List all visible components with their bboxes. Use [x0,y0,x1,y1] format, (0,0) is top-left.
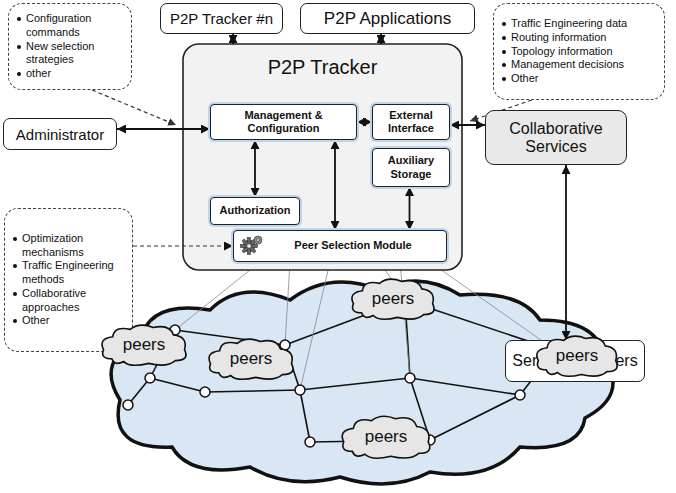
module-box: Authorization [210,197,300,225]
peer-cloud: peers [348,276,438,322]
bullet-item: Routing information [502,31,606,45]
label-text: P2P Applications [324,9,451,29]
callout-note: Configuration commandsNew selection stra… [8,3,132,90]
bullet-dot [502,22,506,26]
connector-arrow [565,165,567,340]
connector-arrow [254,140,256,197]
bullet-item: Optimization mechanisms [13,232,126,260]
cloud-outline [537,336,617,376]
selection-fan-lines [175,262,555,390]
note-text: other [26,67,51,81]
bullet-dot [17,17,21,21]
peer-cloud: peers [533,333,621,379]
bullet-dot [13,264,17,268]
note-text: Traffic Engineering methods [22,259,126,287]
module-box: Peer Selection Module [233,230,447,262]
module-box: Auxiliary Storage [372,148,450,187]
bullet-item: Other [502,72,539,86]
router-dots [123,295,560,447]
bullet-dot [502,36,506,40]
label-text: Peer Selection Module [294,239,411,252]
bullet-item: Traffic Engineering methods [13,259,126,287]
peer-cloud: peers [205,336,297,382]
connector-arrow [380,34,382,44]
bullet-item: Topology information [502,45,613,59]
network-links [128,300,555,442]
bullet-item: Collaborative approaches [13,287,126,315]
actor-box: Administrator [3,118,117,150]
cloud-outline [352,279,434,319]
module-box: Management & Configuration [210,104,357,140]
peer-cloud: peers [98,322,190,368]
note-text: Configuration commands [26,12,125,40]
bullet-item: New selection strategies [17,40,125,68]
note-text: Topology information [511,45,613,59]
bullet-dot [17,45,21,49]
peer-cloud: peers [338,413,434,461]
bullet-dot [13,319,17,323]
connector-arrow [232,34,234,44]
cloud-outline [102,325,186,365]
bullet-item: other [17,67,51,81]
connector-arrow [117,128,210,130]
callout-note: Traffic Engineering dataRouting informat… [493,3,665,100]
application-box: P2P Applications [300,3,475,34]
connector-arrow [334,140,336,230]
service-box: Collaborative Services [485,110,627,165]
cloud-outline [342,416,430,458]
label-text: peers [230,349,273,369]
note-text: New selection strategies [26,40,125,68]
label-text: peers [556,346,599,366]
label-text: Auxiliary Storage [377,154,445,180]
note-text: Management decisions [511,58,624,72]
cloud-outline [209,339,293,379]
note-text: Routing information [511,31,606,45]
label-text: peers [372,289,415,309]
bullet-item: Configuration commands [17,12,125,40]
bullet-dot [502,77,506,81]
module-box: External Interface [372,104,450,140]
connector-arrow [133,245,233,246]
note-text: Collaborative approaches [22,287,126,315]
note-text: Optimization mechanisms [22,232,126,260]
bullet-item: Other [13,314,50,328]
connector-arrow [450,124,485,126]
tracker-box: P2P Tracker #n [160,3,283,34]
note-text: Other [22,314,50,328]
bullet-dot [13,237,17,241]
label-text: Administrator [16,126,104,143]
tracker-panel [183,44,462,270]
label-text: Authorization [220,204,291,217]
label-text: P2P Tracker [268,56,378,79]
bullet-item: Management decisions [502,58,624,72]
bullet-item: Traffic Engineering data [502,17,627,31]
callout-note: Optimization mechanismsTraffic Engineeri… [4,208,133,352]
label-text: External Interface [377,109,445,135]
note-text: Other [511,72,539,86]
bullet-dot [17,72,21,76]
connector-arrow [357,121,372,123]
connector-arrow [409,187,411,230]
bullet-dot [13,292,17,296]
label-text: Management & Configuration [215,109,352,135]
note-text: Traffic Engineering data [511,17,627,31]
bullet-dot [502,50,506,54]
label-text: peers [123,335,166,355]
label-text: P2P Tracker #n [170,10,273,27]
label-text: Collaborative Services [486,120,626,156]
tracker-box: P2P TrackerManagement & Configuration Ext… [183,44,462,270]
gear-icon [240,234,264,258]
bullet-dot [502,63,506,67]
label-text: peers [365,427,408,447]
